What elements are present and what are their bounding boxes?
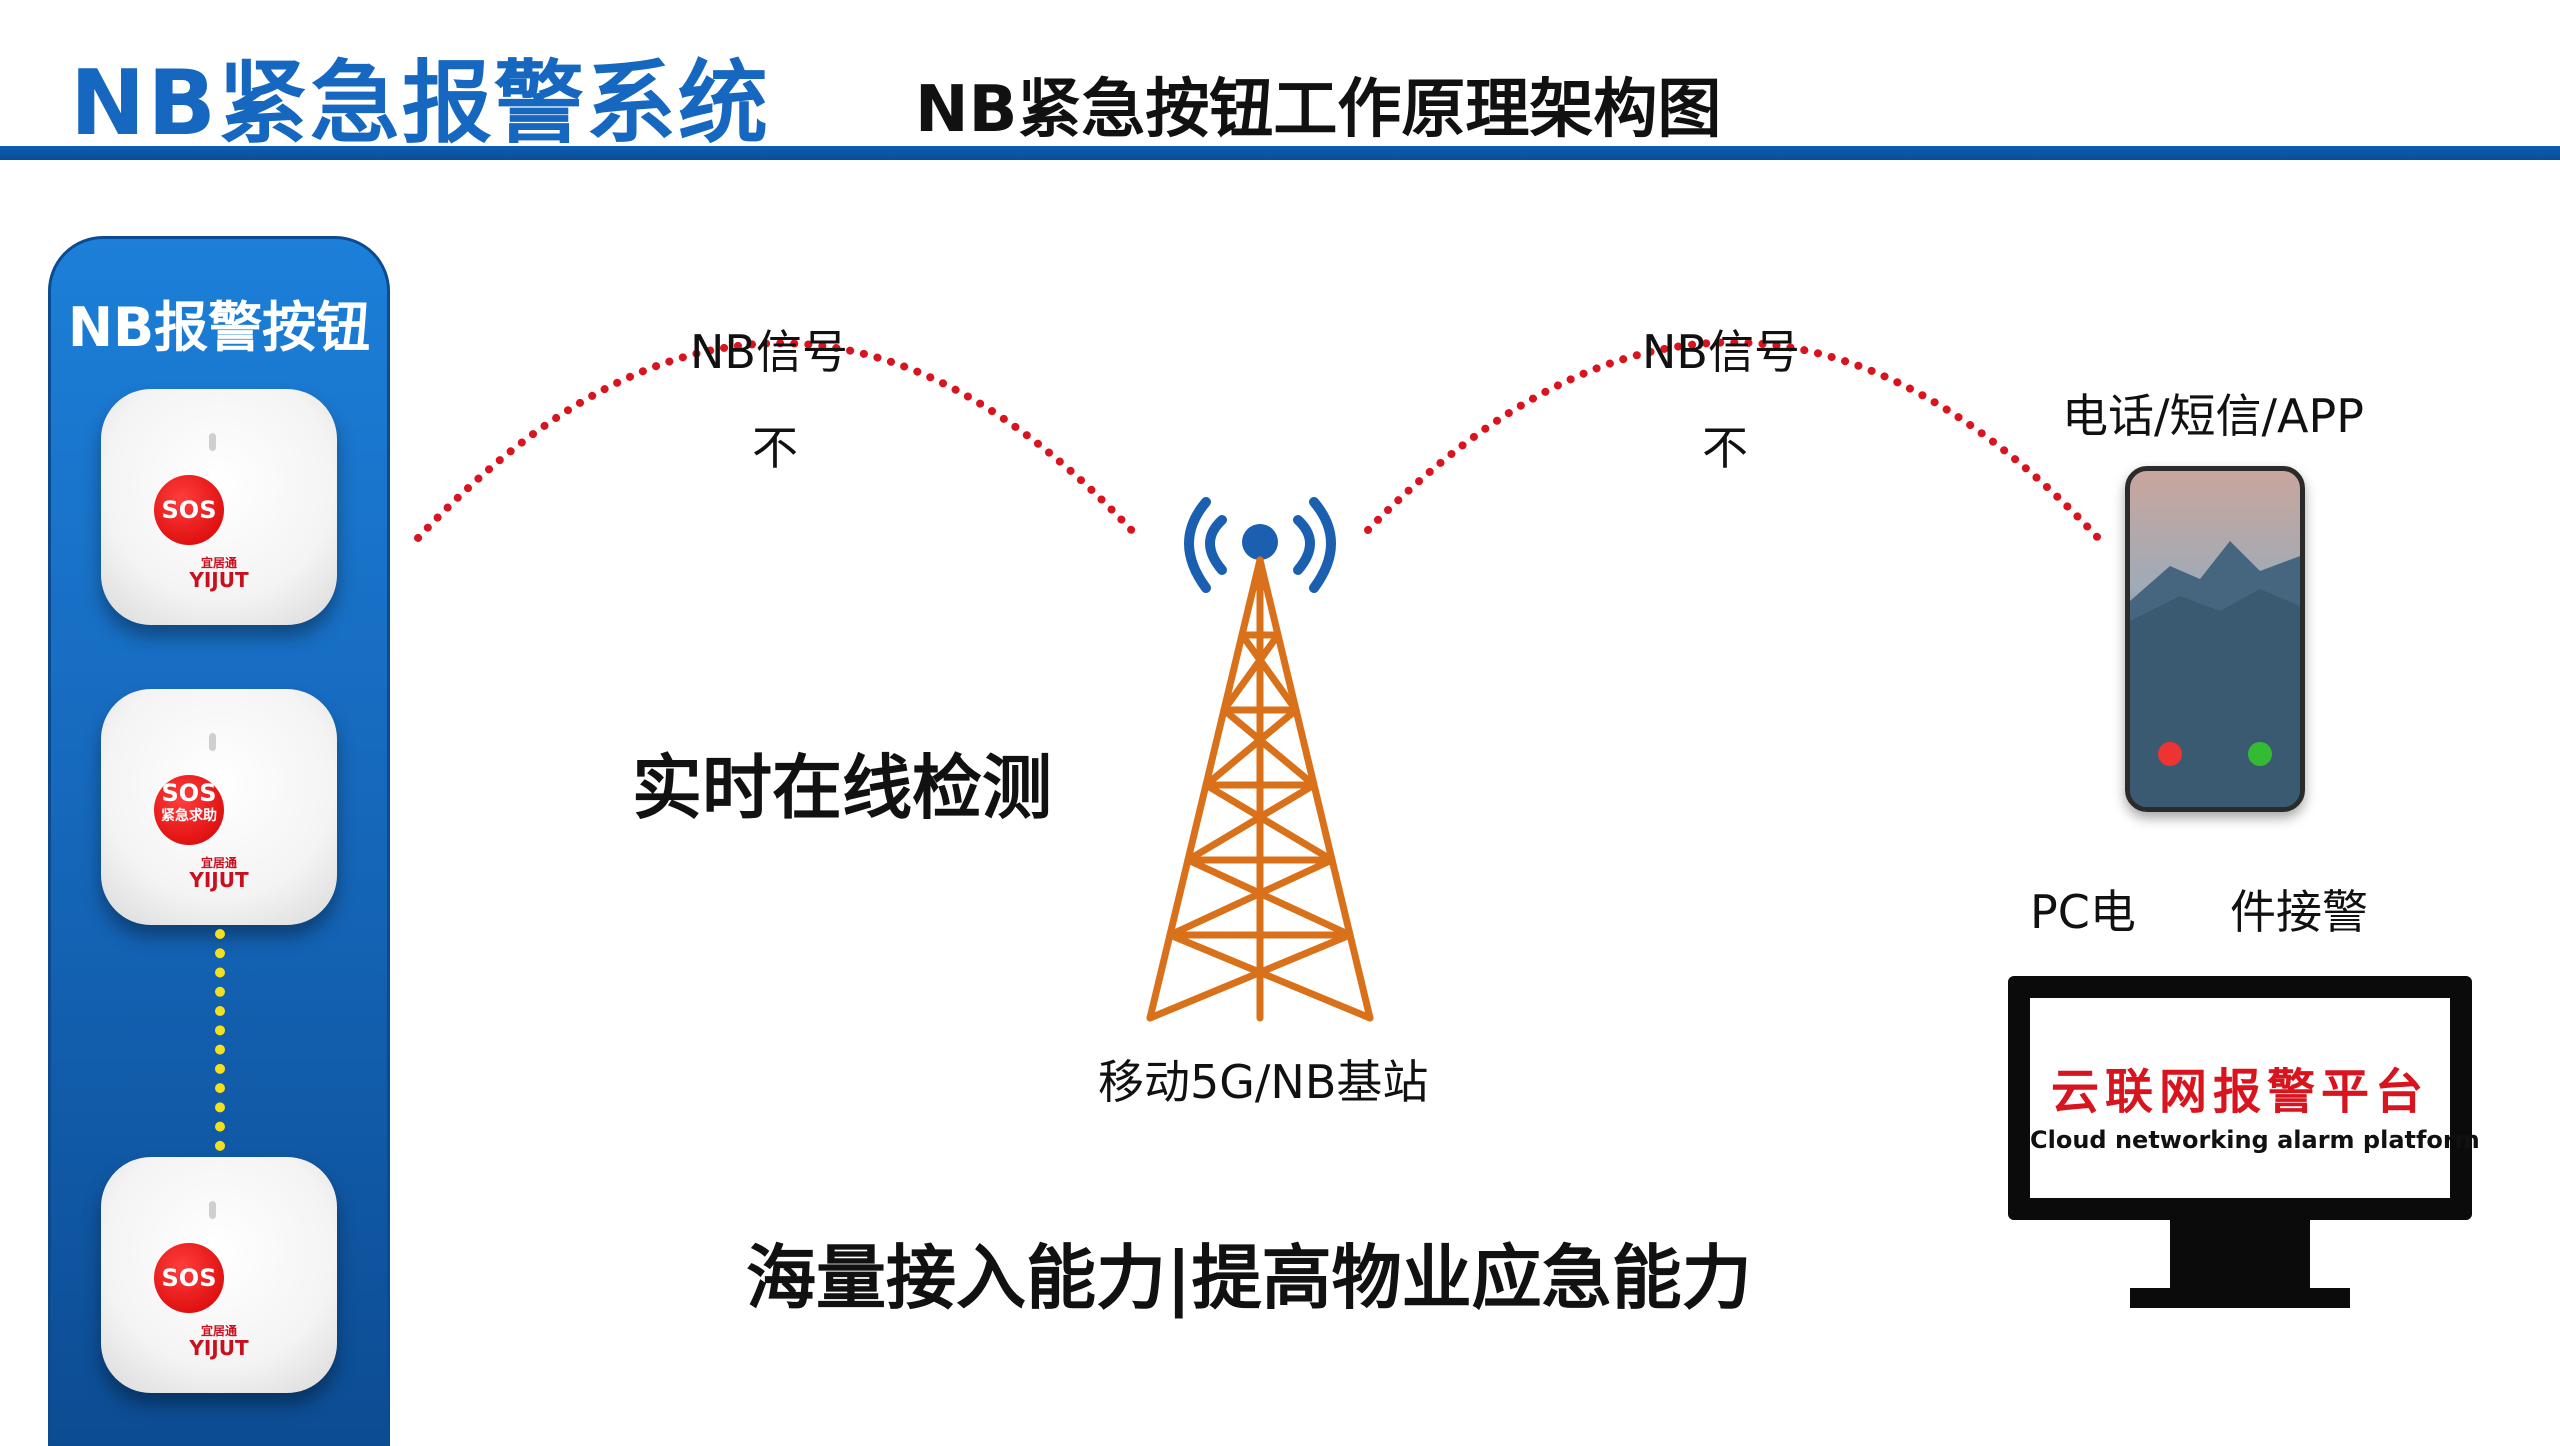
sos-button: SOS [154, 1243, 224, 1313]
nb-signal-label-left: NB信号 [690, 325, 848, 379]
base-station-tower-icon [1146, 497, 1374, 1022]
sos-label: SOS [161, 779, 217, 807]
sos-button: SOS 紧急求助 [154, 775, 224, 845]
monitor-icon: 云联网报警平台 Cloud networking alarm platform [2008, 976, 2480, 1220]
brand-logo: 宜居通 YIJUT [171, 856, 267, 892]
panel-title: NB报警按钮 [67, 296, 371, 359]
page-title: NB紧急报警系统 [70, 51, 770, 156]
platform-name-en: Cloud networking alarm platform [2030, 1126, 2480, 1154]
sos-label: SOS [161, 496, 217, 524]
alarm-button-panel: NB报警按钮 SOS 宜居通 YIJUT SOS 紧急求助 宜居通 YIJUT … [48, 236, 390, 1446]
realtime-detection-text: 实时在线检测 [632, 747, 1052, 829]
phone-channels-label: 电话/短信/APP [2062, 389, 2364, 443]
sos-button-device: SOS 宜居通 YIJUT [101, 1157, 337, 1393]
capability-slogan: 海量接入能力|提高物业应急能力 [746, 1237, 1752, 1319]
brand-cn: 宜居通 [200, 856, 237, 870]
monitor-base [2130, 1288, 2350, 1308]
sos-button-device: SOS 紧急求助 宜居通 YIJUT [101, 689, 337, 925]
device-link-dots [215, 929, 225, 1151]
brand-en: YIJUT [189, 868, 249, 892]
nb-signal-label-right: NB信号 [1642, 325, 1800, 379]
mountain-wallpaper [2130, 541, 2300, 807]
led-indicator [209, 733, 216, 751]
pc-label-left: PC电 [2030, 885, 2136, 939]
radio-waves-icon [1184, 497, 1336, 593]
diagram-title: NB紧急按钮工作原理架构图 [915, 73, 1722, 147]
sos-button-device: SOS 宜居通 YIJUT [101, 389, 337, 625]
brand-en: YIJUT [189, 1336, 249, 1360]
pc-label-right: 件接警 [2230, 885, 2368, 939]
smartphone-icon [2125, 466, 2305, 812]
sos-sublabel: 紧急求助 [161, 808, 217, 824]
sos-label: SOS [161, 1264, 217, 1292]
signal-mark-right: 不 [1702, 421, 1748, 475]
brand-cn: 宜居通 [200, 1324, 237, 1338]
brand-logo: 宜居通 YIJUT [171, 556, 267, 592]
signal-arc-right [1364, 338, 2104, 544]
brand-cn: 宜居通 [200, 556, 237, 570]
led-indicator [209, 1201, 216, 1219]
led-indicator [209, 433, 216, 451]
header-divider [0, 146, 2560, 160]
sos-button: SOS [154, 475, 224, 545]
platform-name-cn: 云联网报警平台 [2050, 1064, 2429, 1120]
base-station-label: 移动5G/NB基站 [1098, 1055, 1429, 1109]
monitor-stand [2170, 1220, 2310, 1288]
signal-mark-left: 不 [752, 421, 798, 475]
signal-arc-left [414, 339, 1140, 542]
brand-logo: 宜居通 YIJUT [171, 1324, 267, 1360]
brand-en: YIJUT [189, 568, 249, 592]
